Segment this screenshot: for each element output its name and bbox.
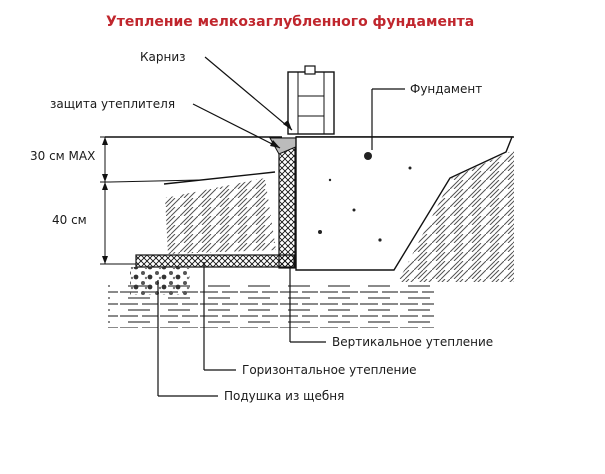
- wall-frame: [287, 65, 335, 135]
- backfill-slope-left: [165, 178, 276, 254]
- diagram-title: Утепление мелкозаглубленного фундамента: [106, 14, 474, 30]
- leader-cornice: [204, 56, 293, 131]
- label-insulation-protection: защита утеплителя: [50, 97, 175, 111]
- label-horizontal-insulation: Горизонтальное утепление: [242, 363, 417, 377]
- backfill-top-left: [163, 171, 276, 185]
- leader-insulation-protection: [192, 103, 281, 149]
- horizontal-insulation-strip: [135, 254, 295, 268]
- label-dimension-top: 30 см MAX: [30, 149, 95, 163]
- foundation-block: [295, 136, 514, 271]
- vertical-insulation-strip: [278, 137, 296, 269]
- label-foundation: Фундамент: [410, 82, 482, 96]
- label-gravel-bed: Подушка из щебня: [224, 389, 344, 403]
- label-cornice: Карниз: [140, 50, 186, 64]
- foundation-specks: [318, 152, 412, 242]
- backfill-slope-right: [398, 150, 514, 282]
- label-dimension-bottom: 40 см: [52, 213, 87, 227]
- label-vertical-insulation: Вертикальное утепление: [332, 335, 493, 349]
- dimension-marks: [100, 136, 201, 265]
- gravel-bed: [130, 267, 190, 295]
